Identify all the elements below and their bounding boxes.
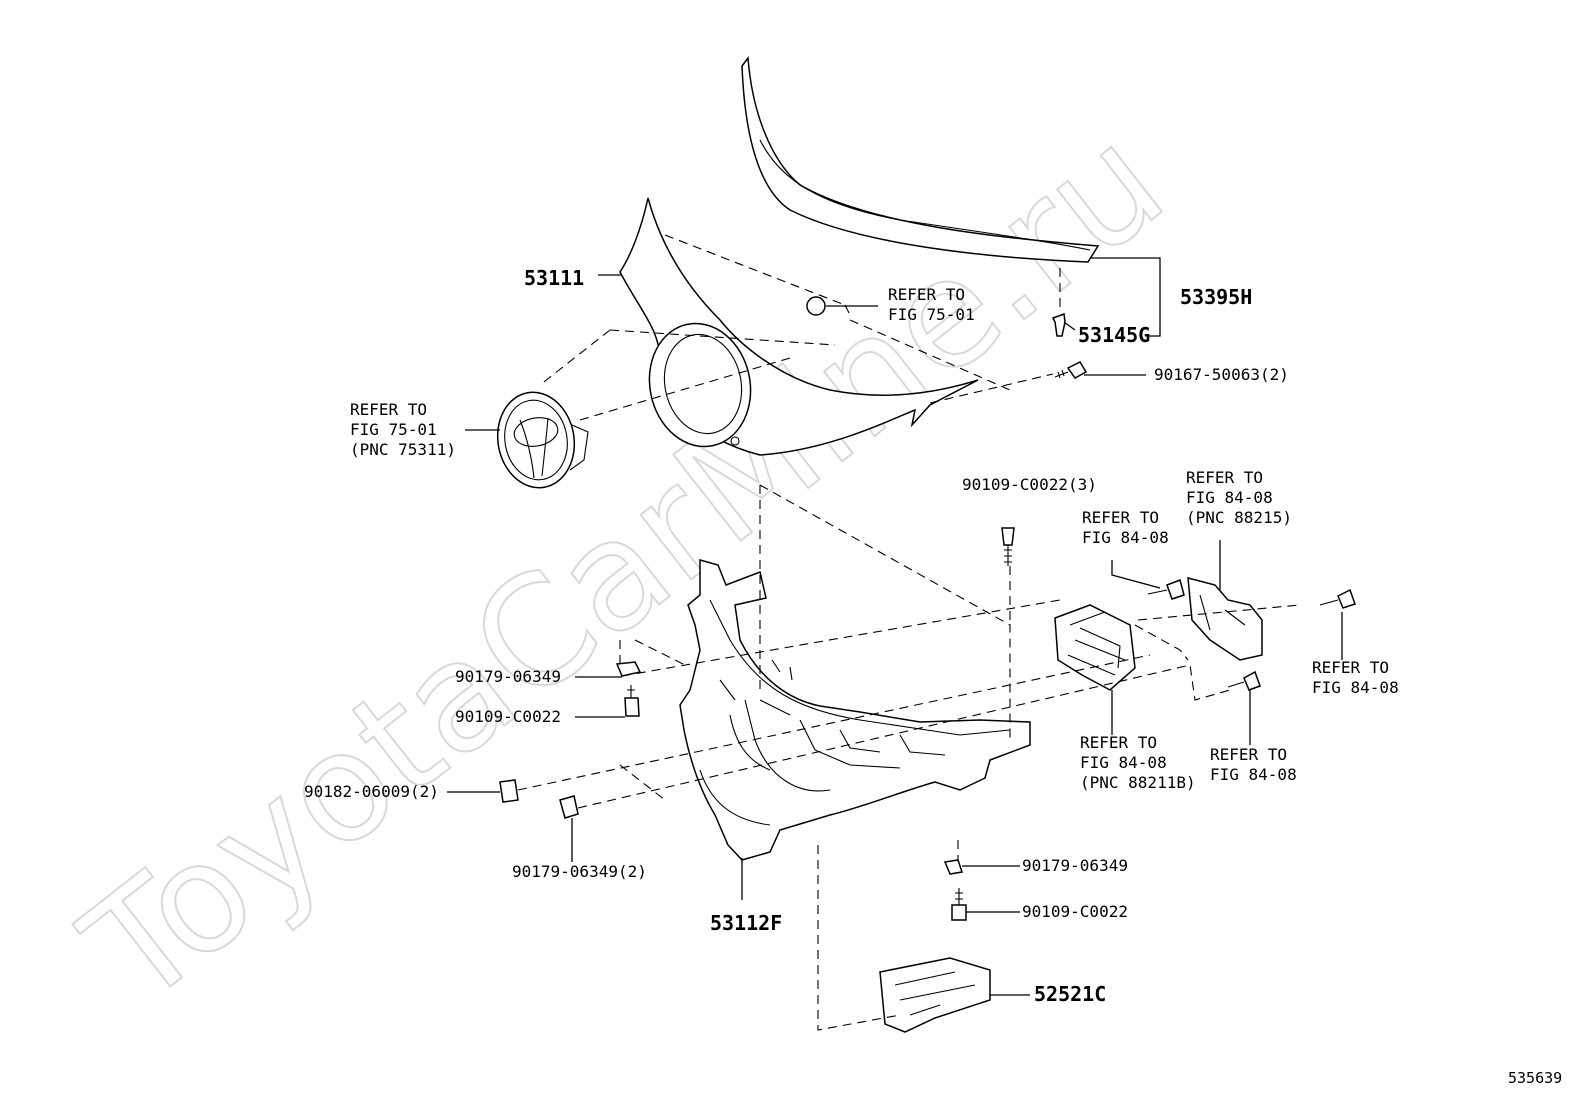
label-53111[interactable]: 53111 bbox=[524, 266, 584, 290]
label-ref-84-08-b[interactable]: REFER TO FIG 84-08 (PNC 88215) bbox=[1186, 468, 1292, 527]
sensor-bracket-part[interactable] bbox=[1187, 577, 1263, 661]
label-ref-75-01-emblem[interactable]: REFER TO FIG 75-01 (PNC 75311) bbox=[350, 400, 456, 459]
screw-90167-icon bbox=[1054, 361, 1088, 379]
ref-line-1: REFER TO bbox=[1080, 733, 1157, 752]
assembly-lines bbox=[517, 234, 1301, 1031]
leader-lines bbox=[447, 257, 1343, 996]
label-53395H[interactable]: 53395H bbox=[1180, 285, 1252, 309]
clip-90179-bottom-icon bbox=[943, 859, 963, 875]
bolt-90109-left-icon bbox=[624, 685, 640, 717]
label-53112F[interactable]: 53112F bbox=[710, 911, 782, 935]
figure-number: 535639 bbox=[1508, 1069, 1562, 1087]
ref-line-2: FIG 84-08 bbox=[1186, 488, 1273, 507]
bolt-84-08-e-icon bbox=[1227, 670, 1261, 691]
bolt-90109-bottom-icon bbox=[951, 888, 967, 921]
radiator-support-part[interactable] bbox=[679, 559, 1031, 861]
label-90179-left[interactable]: 90179-06349 bbox=[455, 667, 561, 686]
ref-line-3: (PNC 88215) bbox=[1186, 508, 1292, 527]
label-ref-84-08-a[interactable]: REFER TO FIG 84-08 bbox=[1082, 508, 1169, 547]
label-ref-84-08-c[interactable]: REFER TO FIG 84-08 bbox=[1312, 658, 1399, 697]
ref-line-1: REFER TO bbox=[1312, 658, 1389, 677]
ref-line-2: FIG 75-01 bbox=[350, 420, 437, 439]
sensor-module-part[interactable] bbox=[1054, 604, 1136, 691]
label-90109-3[interactable]: 90109-C0022(3) bbox=[962, 475, 1097, 494]
bolt-84-08-c-icon bbox=[1319, 588, 1356, 609]
ref-line-2: FIG 84-08 bbox=[1080, 753, 1167, 772]
watermark-text: ToyotaCarMine.ru bbox=[54, 94, 1195, 1038]
ref-line-1: REFER TO bbox=[1210, 745, 1287, 764]
emblem-part[interactable] bbox=[490, 386, 589, 494]
ref-line-3: (PNC 88211B) bbox=[1080, 773, 1196, 792]
ref-line-3: (PNC 75311) bbox=[350, 440, 456, 459]
label-53145G[interactable]: 53145G bbox=[1078, 323, 1150, 347]
ref-line-2: FIG 75-01 bbox=[888, 305, 975, 324]
label-ref-84-08-d[interactable]: REFER TO FIG 84-08 (PNC 88211B) bbox=[1080, 733, 1196, 792]
label-90167[interactable]: 90167-50063(2) bbox=[1154, 365, 1289, 384]
label-90179-2[interactable]: 90179-06349(2) bbox=[512, 862, 647, 881]
ref-line-1: REFER TO bbox=[1082, 508, 1159, 527]
ref-line-2: FIG 84-08 bbox=[1082, 528, 1169, 547]
label-ref-75-01-top[interactable]: REFER TO FIG 75-01 bbox=[888, 285, 975, 324]
grille-clip-icon bbox=[806, 296, 826, 316]
hood-moulding-part[interactable] bbox=[741, 55, 1100, 263]
ref-line-1: REFER TO bbox=[1186, 468, 1263, 487]
ref-line-1: REFER TO bbox=[888, 285, 965, 304]
bolt-84-08-a-icon bbox=[1147, 579, 1185, 600]
bolt-90109-top-icon bbox=[1001, 527, 1015, 566]
label-90182[interactable]: 90182-06009(2) bbox=[304, 782, 439, 801]
label-ref-84-08-e[interactable]: REFER TO FIG 84-08 bbox=[1210, 745, 1297, 784]
nut-90182-icon bbox=[499, 779, 519, 803]
ref-line-1: REFER TO bbox=[350, 400, 427, 419]
label-90109-left[interactable]: 90109-C0022 bbox=[455, 707, 561, 726]
label-90109-bottom[interactable]: 90109-C0022 bbox=[1022, 902, 1128, 921]
clip-90179-2-icon bbox=[559, 795, 579, 819]
air-duct-part[interactable] bbox=[879, 957, 991, 1033]
label-52521C[interactable]: 52521C bbox=[1034, 982, 1106, 1006]
clip-90179-left-icon bbox=[615, 661, 642, 677]
label-90179-bottom[interactable]: 90179-06349 bbox=[1022, 856, 1128, 875]
ref-line-2: FIG 84-08 bbox=[1312, 678, 1399, 697]
clip-53145G-icon bbox=[1051, 312, 1066, 337]
ref-line-2: FIG 84-08 bbox=[1210, 765, 1297, 784]
